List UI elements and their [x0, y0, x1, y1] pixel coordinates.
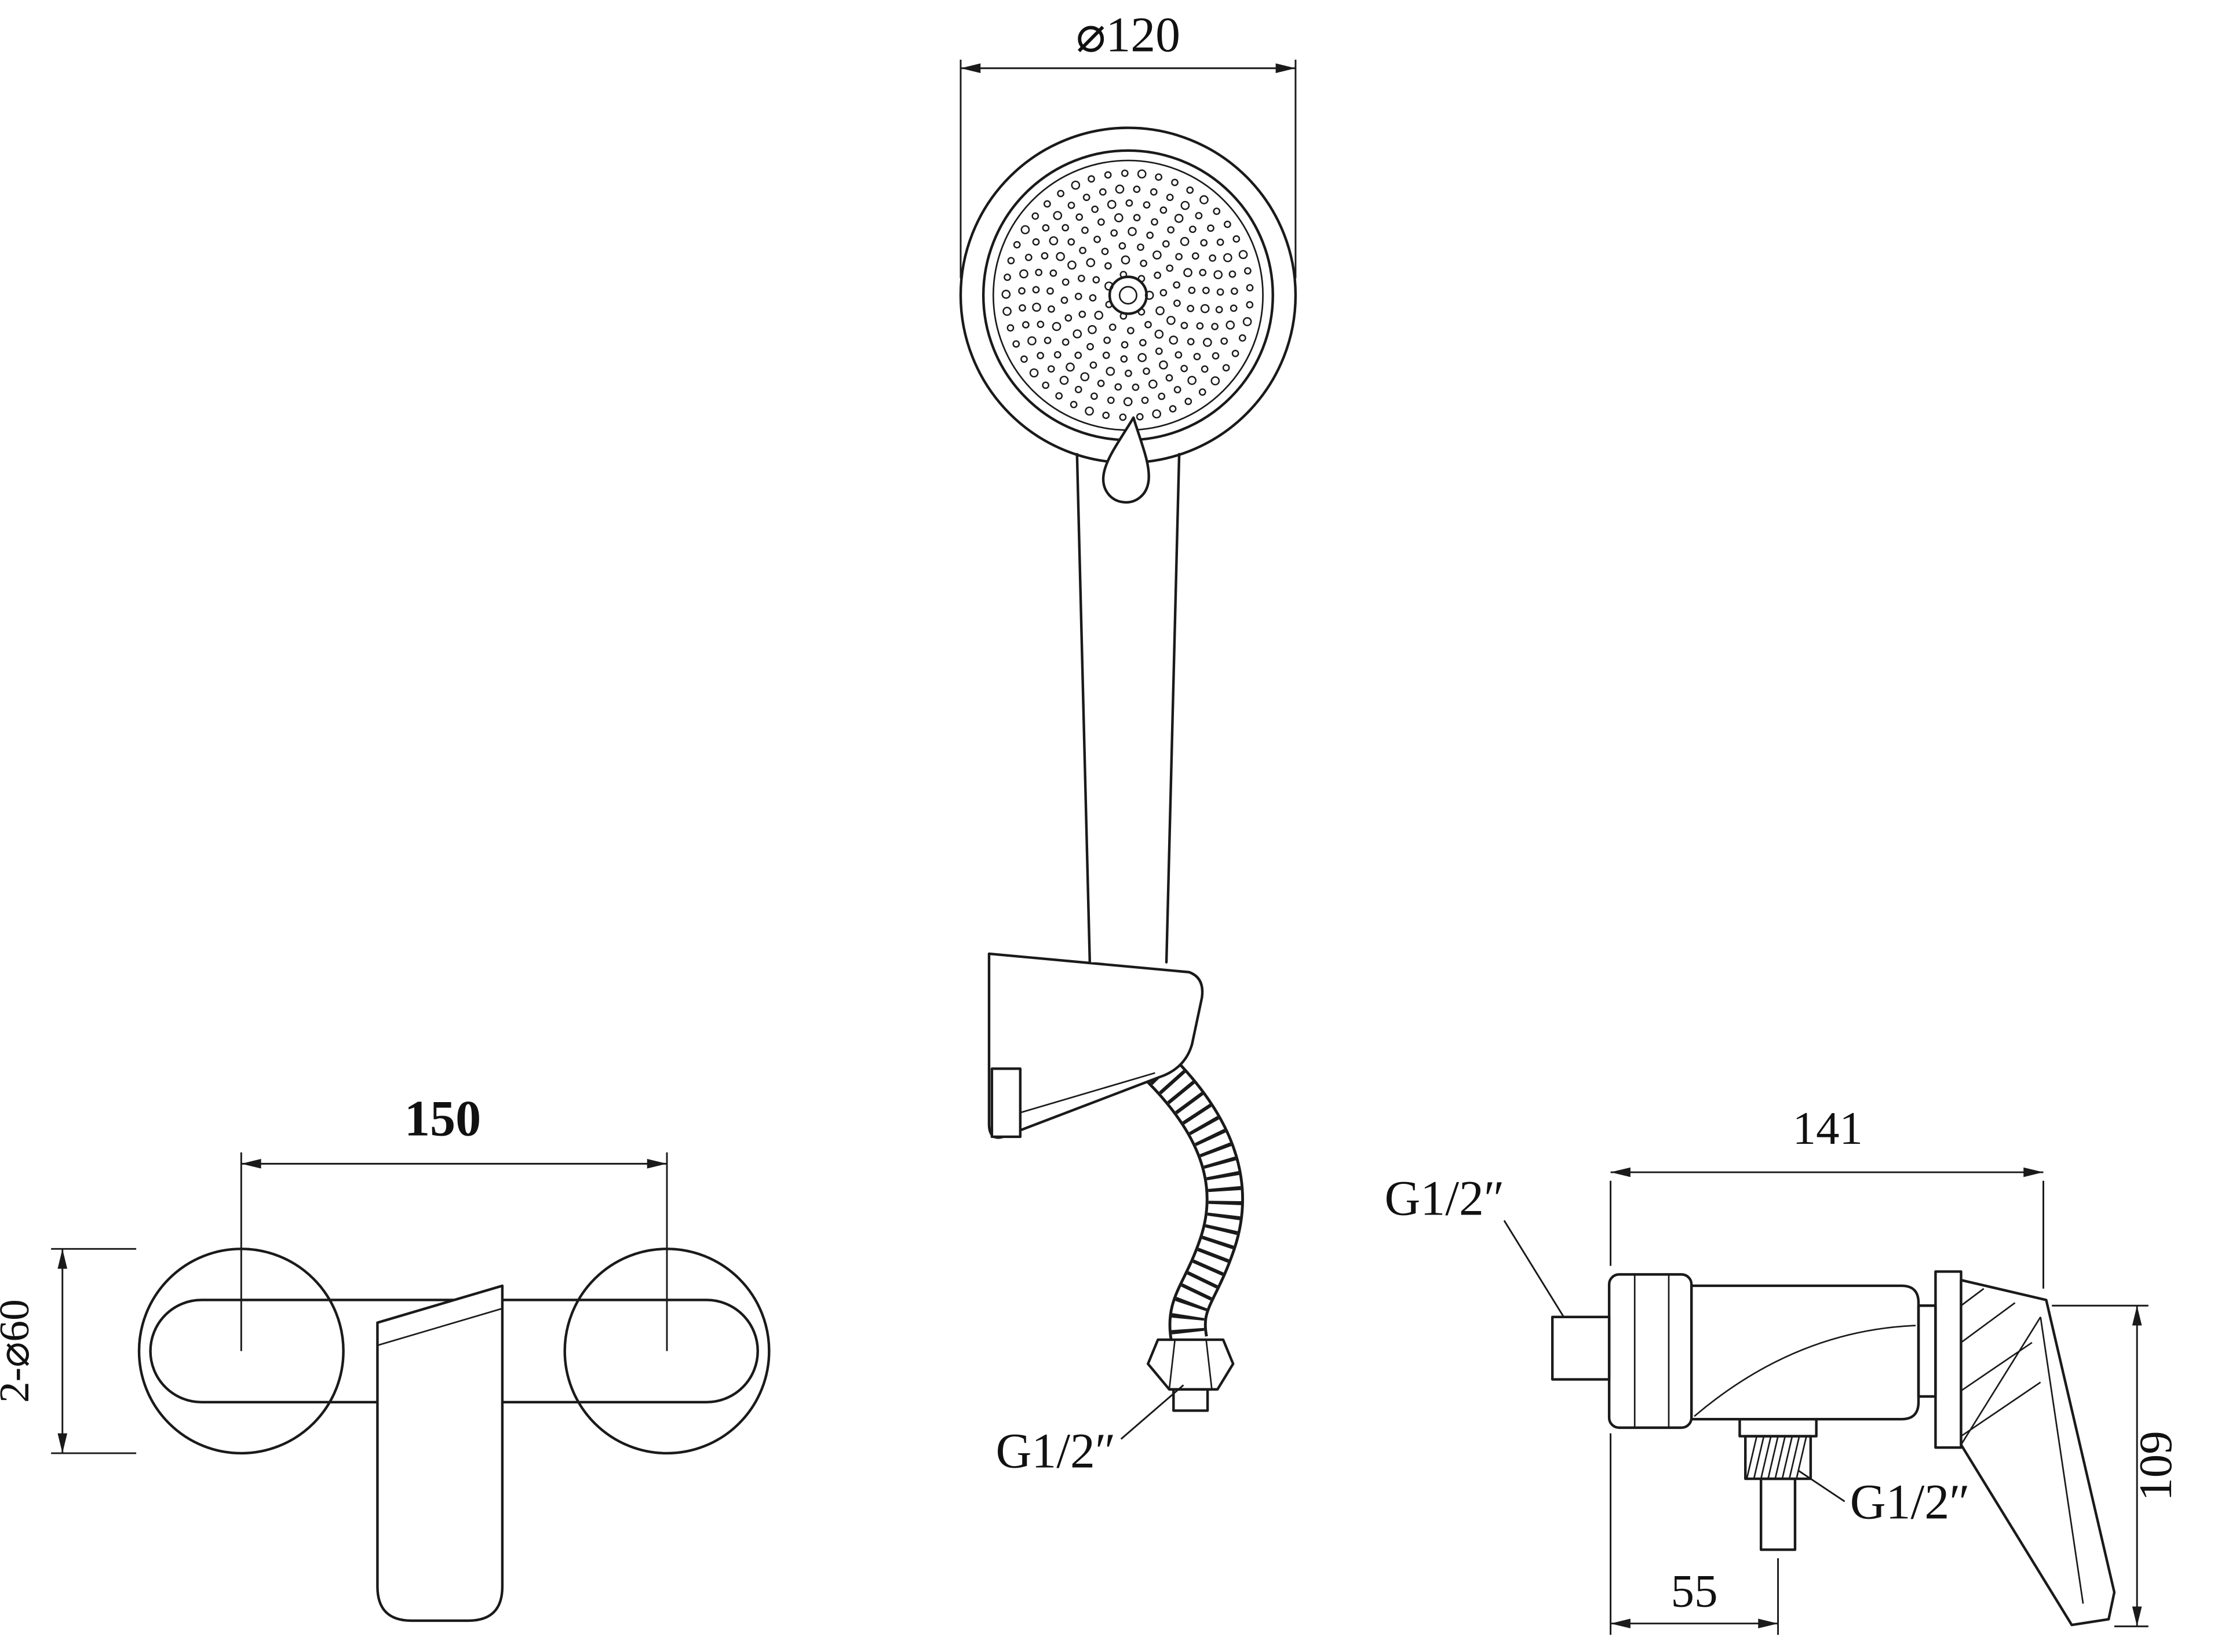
wall-nut [1607, 1273, 1693, 1429]
mixer-handle-side [1934, 1270, 2116, 1627]
mixer-front-view: 150 2-⌀60 [0, 1090, 771, 1622]
shower-head-face [959, 126, 1297, 504]
dimension-escutcheon-diameter: 2-⌀60 [0, 1248, 137, 1454]
mixer-handle-front [376, 1284, 504, 1622]
dimension-center-distance: 150 [240, 1090, 668, 1351]
hand-shower-view: ⌀120 G1/2″ [959, 7, 1297, 1478]
dimension-outlet-offset: 55 [1610, 1433, 1779, 1635]
outlet-stub [1738, 1417, 1818, 1551]
nozzle-dots [1001, 169, 1254, 421]
head-diameter-label: ⌀120 [1076, 7, 1180, 62]
outlet-offset-label: 55 [1671, 1565, 1718, 1617]
wall-bracket [987, 952, 1204, 1139]
inlet-stub [1551, 1315, 1611, 1381]
dimension-head-diameter: ⌀120 [960, 7, 1297, 279]
dimension-hose-thread: G1/2″ [995, 1384, 1184, 1478]
dimension-side-height: 109 [2052, 1304, 2182, 1628]
dimension-side-width: 141 [1610, 1103, 2044, 1289]
hose-fitting [1147, 1338, 1235, 1412]
center-distance-label: 150 [404, 1090, 481, 1147]
dimension-inlet-thread: G1/2″ [1385, 1171, 1565, 1318]
mixer-side-view: 141 G1/2″ G1/2″ 55 109 [1385, 1103, 2182, 1635]
escutcheon-diameter-label: 2-⌀60 [0, 1299, 38, 1403]
inlet-thread-label: G1/2″ [1385, 1171, 1505, 1226]
dimension-outlet-thread: G1/2″ [1797, 1469, 1970, 1530]
side-height-label: 109 [2130, 1431, 2182, 1501]
outlet-thread-label: G1/2″ [1850, 1475, 1970, 1530]
shower-hose [1139, 1048, 1244, 1344]
mixer-body-side [1690, 1284, 1937, 1421]
shower-handle [1075, 453, 1181, 964]
hose-thread-label: G1/2″ [995, 1423, 1115, 1478]
side-width-label: 141 [1793, 1103, 1863, 1154]
drop-logo [1101, 416, 1150, 504]
